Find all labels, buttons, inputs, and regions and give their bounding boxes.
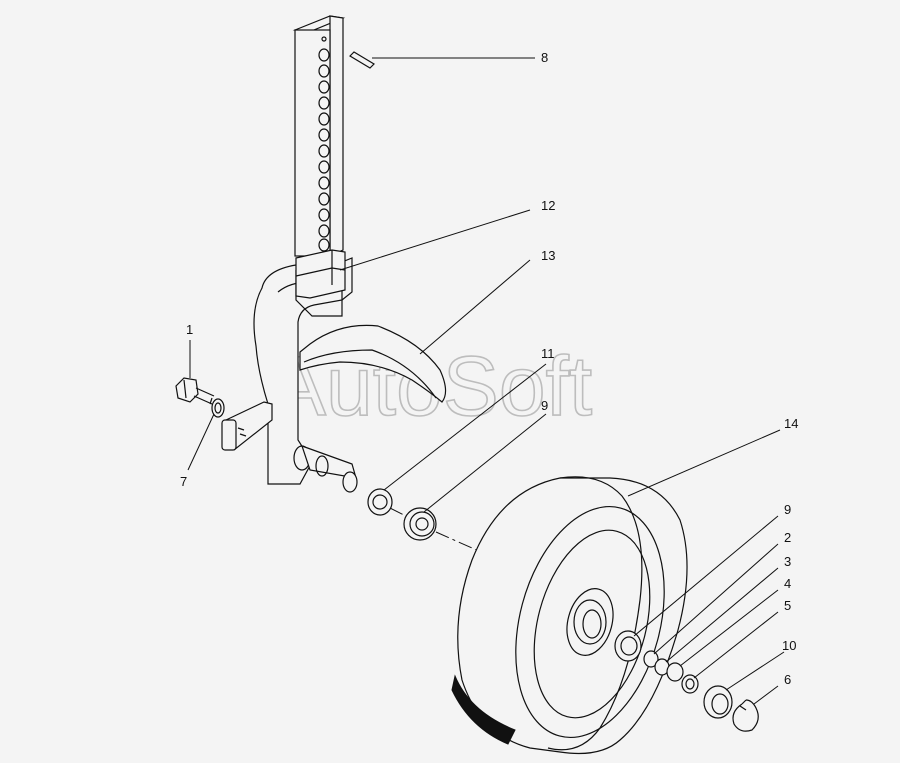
- callout-11: 11: [541, 346, 555, 361]
- adjustment-bar: [292, 15, 346, 257]
- callout-1: 1: [186, 322, 193, 337]
- shim-4: [666, 662, 684, 682]
- clamp-block: [295, 249, 346, 299]
- callout-7: 7: [180, 474, 187, 489]
- spacer-washer: [367, 488, 393, 516]
- lock-washer: [211, 398, 225, 418]
- adjustment-holes: [318, 36, 330, 252]
- callout-labels: 8 12 13 1 11 9 7 14 9 2 3 4 5 10 6: [180, 50, 798, 687]
- callout-14: 14: [784, 416, 798, 431]
- bolt: [175, 377, 215, 405]
- callout-5: 5: [784, 598, 791, 613]
- callout-10: 10: [782, 638, 796, 653]
- leader-lines: [187, 57, 785, 705]
- callout-9-rear: 9: [784, 502, 791, 517]
- callout-9-front: 9: [541, 398, 548, 413]
- callout-2: 2: [784, 530, 791, 545]
- pin: [349, 51, 375, 69]
- washer-5: [681, 674, 699, 694]
- callout-12: 12: [541, 198, 555, 213]
- callout-6: 6: [784, 672, 791, 687]
- dust-cap: [703, 685, 733, 719]
- mounting-plate: [221, 401, 273, 451]
- wheel: [451, 476, 688, 755]
- spindle: [293, 445, 358, 493]
- shim-2: [643, 650, 659, 668]
- callout-4: 4: [784, 576, 791, 591]
- callout-8: 8: [541, 50, 548, 65]
- callout-3: 3: [784, 554, 791, 569]
- callout-13: 13: [541, 248, 555, 263]
- scraper: [299, 324, 447, 403]
- bearing-outer: [614, 630, 642, 662]
- circlip: [732, 699, 759, 732]
- bearing-inner: [403, 507, 437, 541]
